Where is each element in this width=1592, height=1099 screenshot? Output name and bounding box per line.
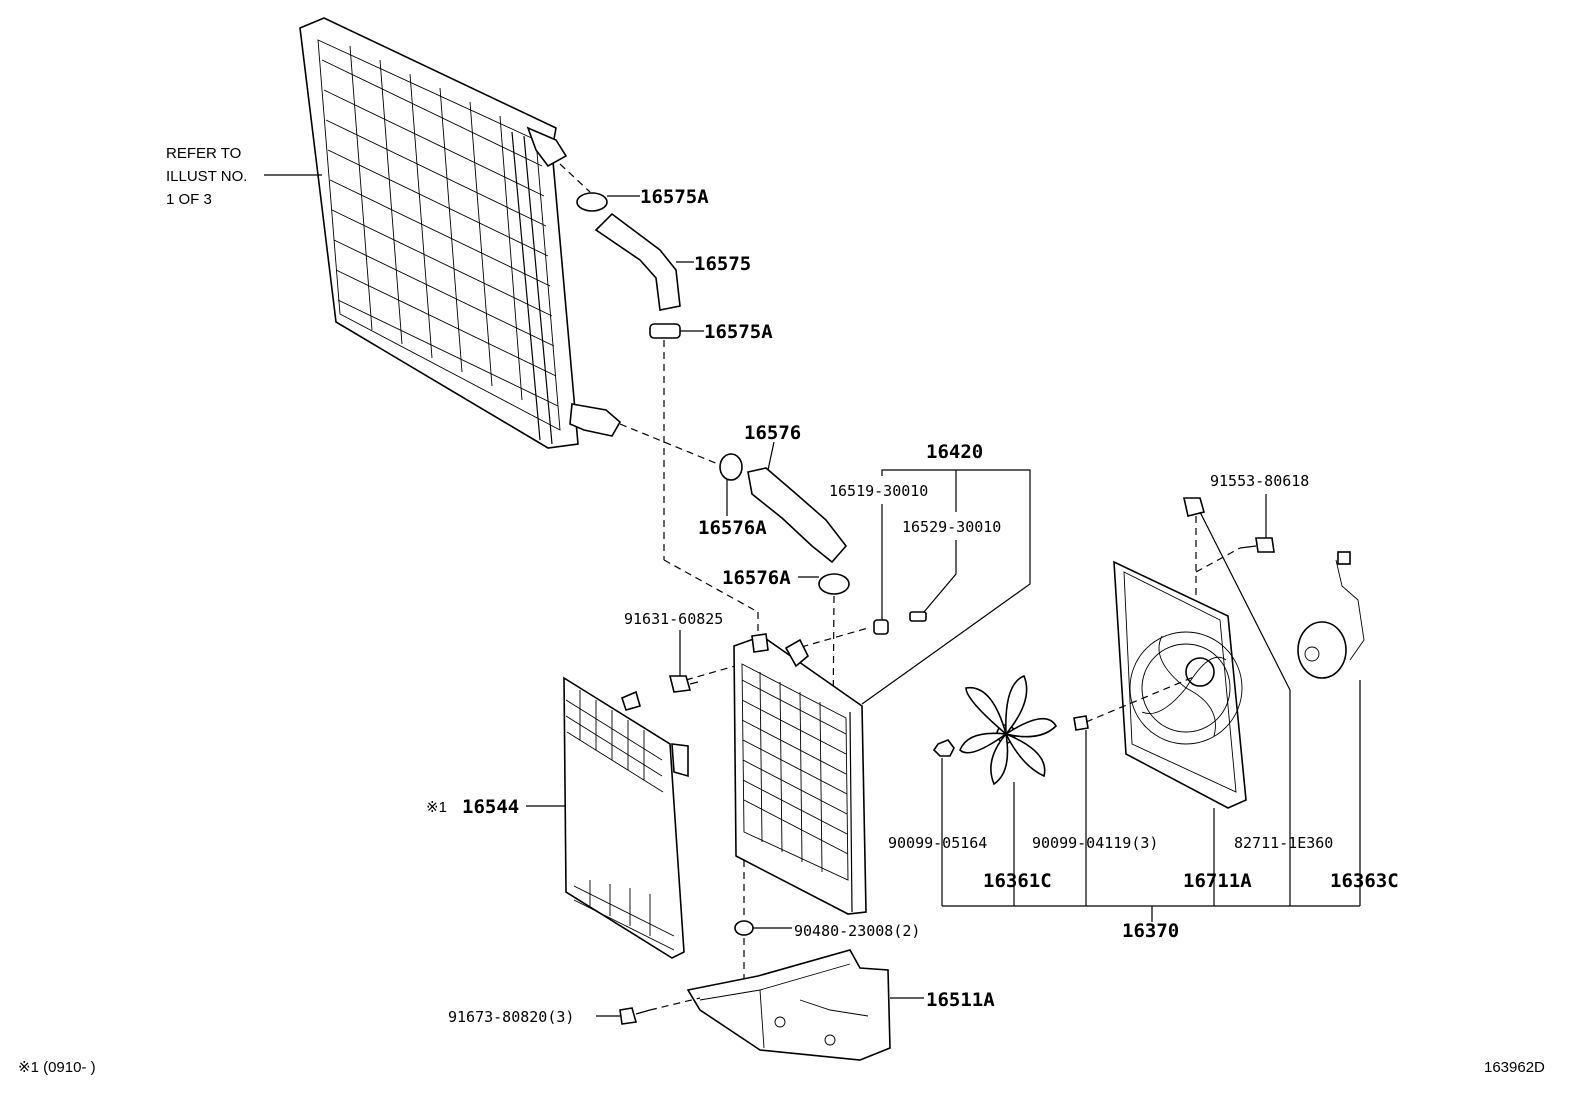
bolt-91631-60825	[668, 675, 692, 693]
bolt-91553-80618	[1255, 537, 1275, 553]
main-radiator-lower-outlet	[569, 403, 622, 437]
sub-radiator-filler-neck	[751, 633, 769, 653]
label-16575: 16575	[694, 253, 751, 275]
fan-motor-16363C	[1297, 551, 1365, 679]
shroud-lower-mesh	[573, 880, 675, 951]
fan-shroud-ring	[1129, 631, 1243, 745]
part-16519-seal	[873, 619, 889, 635]
label-16711A: 16711A	[1183, 870, 1252, 892]
label-82711-1E360: 82711-1E360	[1234, 834, 1333, 852]
label-16529-30010: 16529-30010	[902, 518, 1001, 536]
footnote: ※1 (0910- )	[18, 1059, 96, 1076]
label-16544: 16544	[462, 796, 519, 818]
label-16420: 16420	[926, 441, 983, 463]
sub-radiator	[733, 633, 867, 915]
label-91631-60825: 91631-60825	[624, 610, 723, 628]
label-16363C: 16363C	[1330, 870, 1399, 892]
refer-note-line2: ILLUST NO.	[166, 168, 247, 185]
part-16529-drain	[909, 611, 927, 622]
clip-82711	[1183, 497, 1205, 517]
main-radiator	[299, 17, 622, 449]
cushion-90480-23008	[734, 920, 792, 936]
label-16575A-bottom: 16575A	[704, 321, 773, 343]
clamp-16576A-left	[719, 453, 743, 516]
label-91553-80618: 91553-80618	[1210, 472, 1309, 490]
label-16370: 16370	[1122, 920, 1179, 942]
label-16511A: 16511A	[926, 989, 995, 1011]
hose-16575	[594, 212, 681, 311]
label-16519-30010: 16519-30010	[829, 482, 928, 500]
screw-90099-04119	[1073, 715, 1089, 731]
label-16576: 16576	[744, 422, 801, 444]
refer-note-line3: 1 OF 3	[166, 191, 212, 208]
label-16576A-left: 16576A	[698, 517, 767, 539]
label-90099-05164: 90099-05164	[888, 834, 987, 852]
fan-blade-16361C	[959, 674, 1057, 786]
shroud-upper-mesh	[565, 690, 664, 793]
label-16576A-right: 16576A	[722, 567, 791, 589]
main-radiator-grid	[321, 45, 559, 407]
clamp-16575A-bottom	[649, 323, 704, 339]
shroud-16544	[526, 676, 689, 959]
refer-note-line1: REFER TO	[166, 145, 241, 162]
nut-90099-05164	[932, 739, 955, 757]
label-90480-23008: 90480-23008(2)	[794, 922, 920, 940]
hose-16576	[747, 467, 848, 564]
label-91673-80820: 91673-80820(3)	[448, 1008, 574, 1026]
sub-radiator-outlet	[784, 638, 809, 668]
clamp-16575A-top	[576, 192, 640, 212]
fan-shroud-16711A	[1113, 560, 1247, 809]
support-16511A	[686, 949, 891, 1061]
label-16575A-top: 16575A	[640, 186, 709, 208]
label-16544-mark: ※1	[426, 799, 447, 816]
clamp-16576A-right	[798, 573, 850, 595]
bolt-91673-80820	[619, 1007, 638, 1025]
diagram-id: 163962D	[1484, 1059, 1545, 1076]
label-90099-04119: 90099-04119(3)	[1032, 834, 1158, 852]
label-16361C: 16361C	[983, 870, 1052, 892]
sub-radiator-grid	[741, 671, 849, 873]
main-radiator-upper-outlet	[526, 126, 568, 168]
